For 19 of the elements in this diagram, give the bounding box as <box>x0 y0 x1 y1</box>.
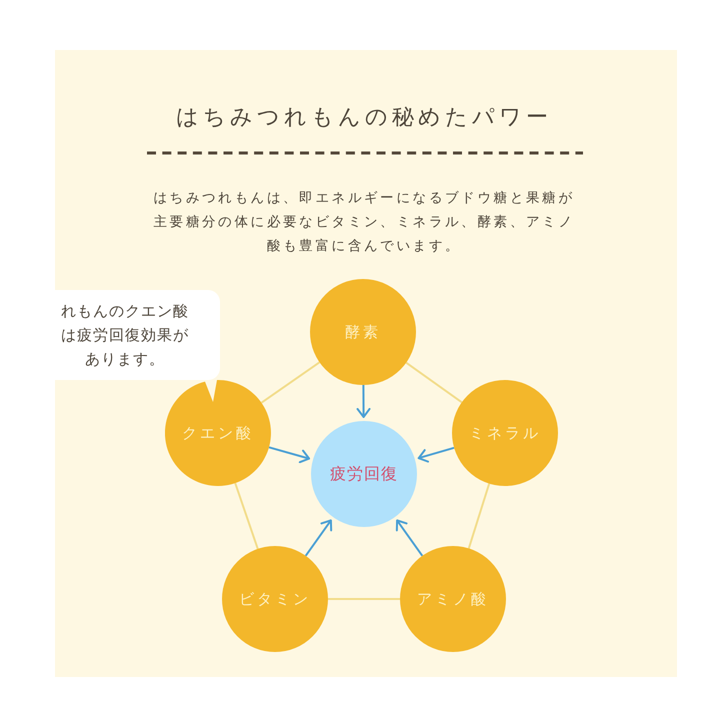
connector-line <box>406 362 462 404</box>
arrow <box>418 446 454 463</box>
bubble-text: れもんのクエン酸は疲労回復効果があります。 <box>60 301 190 370</box>
node-label: 酵素 <box>345 322 381 342</box>
node-label: ミネラル <box>469 424 541 442</box>
arrow <box>356 385 371 418</box>
title: はちみつれもんの秘めたパワー <box>175 104 553 132</box>
connector-line <box>468 483 490 549</box>
node-label: 疲労回復 <box>330 464 398 484</box>
arrow <box>268 446 310 464</box>
description-text: はちみつれもんは、即エネルギーになるブドウ糖と果糖が主要糖分の体に必要なビタミン、ミネラル、酵素、アミノ酸も豊富に含んでいます。 <box>152 189 576 256</box>
connector-line <box>234 482 259 550</box>
connector-line <box>328 598 400 600</box>
connector-line <box>260 361 320 404</box>
arrow <box>396 519 424 556</box>
node-label: ビタミン <box>239 590 311 608</box>
arrow <box>304 519 332 556</box>
node-label: クエン酸 <box>182 424 254 442</box>
node-label: アミノ酸 <box>417 590 489 608</box>
